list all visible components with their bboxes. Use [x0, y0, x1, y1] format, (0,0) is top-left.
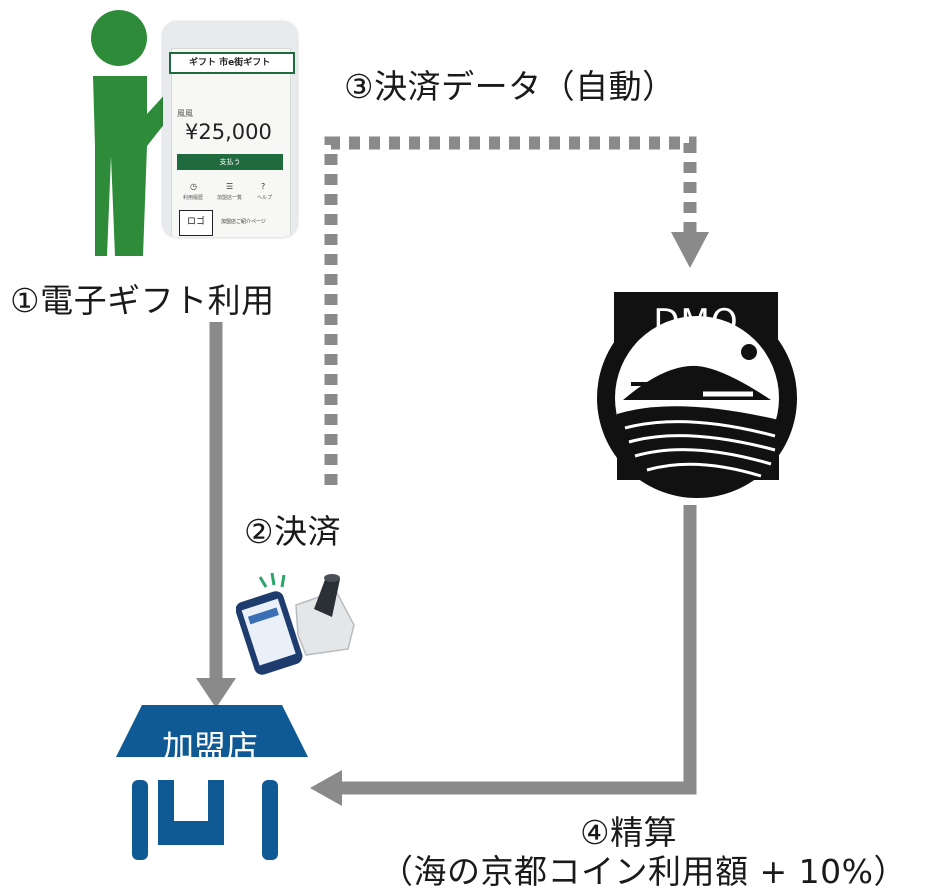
- app-header: ギフト 市e街ギフト: [169, 52, 295, 74]
- arrow-settlement: [340, 505, 697, 795]
- payment-devices: [236, 572, 355, 675]
- history-icon[interactable]: ◷: [190, 182, 197, 191]
- shop-name: 風風: [177, 109, 193, 118]
- card-reader-icon: [295, 574, 355, 656]
- help-icon[interactable]: ?: [261, 182, 266, 191]
- shop-logo: ロゴ: [179, 210, 213, 236]
- step-gift-use-label: ①電子ギフト利用: [10, 281, 275, 320]
- merchant-label: 加盟店: [161, 728, 258, 766]
- list-icon[interactable]: ☰: [226, 182, 234, 191]
- balance-amount: ¥25,000: [185, 120, 272, 144]
- arrow-head-dmo: [671, 232, 709, 268]
- step-payment-label: ②決済: [244, 512, 342, 551]
- signal-icon: [258, 572, 286, 588]
- step-settlement-label: ④精算: [580, 813, 678, 852]
- arrow-head-merchant: [196, 678, 236, 708]
- store-icon: [116, 705, 308, 860]
- gift-app-phone: ギフト 市e街ギフト 風風 ¥25,000 支払う ◷ ☰ ? 利用履歴 加盟店…: [163, 22, 297, 237]
- shop-title: 加盟店ご紹介ページ: [221, 219, 266, 225]
- arrow-payment-data: [324, 136, 697, 485]
- step-payment-data-label: ③決済データ（自動）: [344, 67, 676, 106]
- pay-button[interactable]: 支払う: [177, 154, 283, 170]
- dmo-label: DMO: [653, 302, 739, 342]
- dmo-emblem-icon: [597, 292, 797, 498]
- menu-history-label: 利用履歴: [183, 195, 204, 201]
- step-settlement-detail: （海の京都コイン利用額 + 10%）: [380, 852, 907, 891]
- smartphone-icon: [236, 591, 303, 675]
- arrow-head-settlement: [310, 770, 342, 806]
- menu-help-label: ヘルプ: [257, 195, 273, 201]
- phone-screen: [171, 48, 291, 237]
- menu-list-label: 加盟店一覧: [217, 195, 243, 201]
